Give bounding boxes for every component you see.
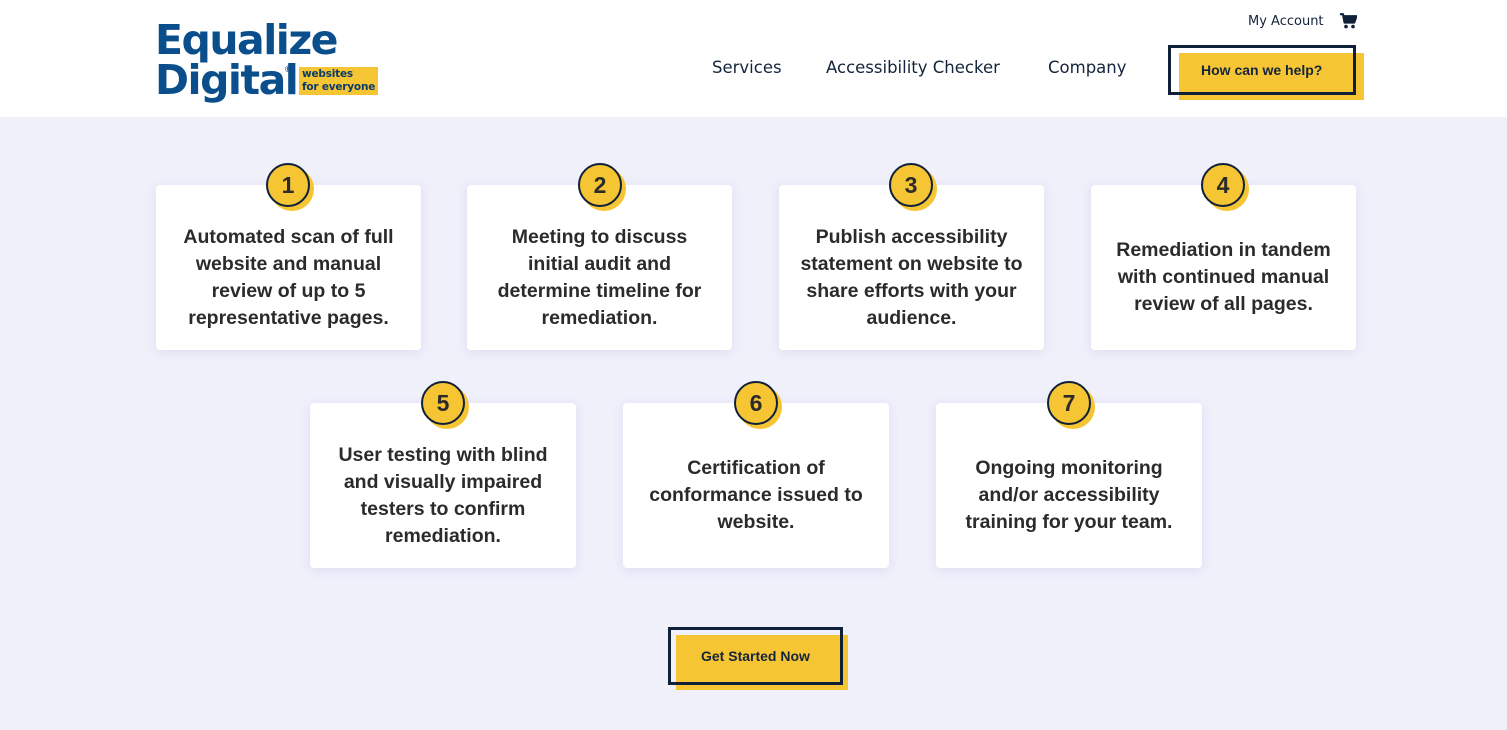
step-text: Ongoing monitoring and/or accessibility … — [965, 457, 1173, 533]
logo-tagline-line2: for everyone — [302, 81, 376, 93]
logo-wordmark-digital: Digital — [155, 56, 299, 104]
how-can-we-help-label: How can we help? — [1201, 62, 1323, 78]
step-card-2: Meeting to discuss initial audit and det… — [467, 185, 732, 350]
step-text: Meeting to discuss initial audit and det… — [497, 225, 702, 329]
get-started-now-label: Get Started Now — [701, 648, 810, 664]
step-number: 1 — [266, 163, 310, 207]
step-text: Remediation in tandem with continued man… — [1116, 239, 1331, 315]
step-text: Automated scan of full website and manua… — [183, 225, 394, 329]
site-header: Equalize Digital ® websites for everyone… — [0, 0, 1507, 117]
logo-registered-mark: ® — [285, 64, 292, 74]
step-number-badge-2: 2 — [578, 163, 626, 211]
step-card-7: Ongoing monitoring and/or accessibility … — [936, 403, 1202, 568]
step-number-badge-4: 4 — [1201, 163, 1249, 211]
step-text: User testing with blind and visually imp… — [338, 443, 548, 547]
button-frame — [668, 627, 843, 685]
logo-tagline: websites for everyone — [299, 67, 379, 95]
step-card-6: Certification of conformance issued to w… — [623, 403, 889, 568]
step-number-badge-1: 1 — [266, 163, 314, 211]
logo-tagline-line1: websites — [302, 68, 353, 80]
step-text: Publish accessibility statement on websi… — [800, 225, 1023, 329]
nav-item-accessibility-checker[interactable]: Accessibility Checker — [826, 58, 1000, 77]
button-frame — [1168, 45, 1356, 95]
button-shadow — [676, 635, 848, 690]
step-text: Certification of conformance issued to w… — [649, 457, 863, 533]
logo-wordmark-equalize: Equalize — [155, 16, 339, 64]
step-number-badge-5: 5 — [421, 381, 469, 429]
step-number: 2 — [578, 163, 622, 207]
step-card-4: Remediation in tandem with continued man… — [1091, 185, 1356, 350]
site-logo[interactable]: Equalize Digital ® websites for everyone — [155, 20, 380, 105]
step-number-badge-7: 7 — [1047, 381, 1095, 429]
nav-item-company[interactable]: Company — [1048, 58, 1127, 77]
shopping-cart-icon[interactable] — [1340, 13, 1358, 29]
nav-item-services[interactable]: Services — [712, 58, 782, 77]
step-number: 7 — [1047, 381, 1091, 425]
step-number-badge-6: 6 — [734, 381, 782, 429]
step-card-1: Automated scan of full website and manua… — [156, 185, 421, 350]
my-account-link[interactable]: My Account — [1248, 14, 1324, 29]
get-started-now-button[interactable]: Get Started Now — [668, 627, 848, 690]
step-card-5: User testing with blind and visually imp… — [310, 403, 576, 568]
step-number: 3 — [889, 163, 933, 207]
how-can-we-help-button[interactable]: How can we help? — [1168, 45, 1364, 100]
step-number-badge-3: 3 — [889, 163, 937, 211]
step-number: 6 — [734, 381, 778, 425]
step-number: 5 — [421, 381, 465, 425]
step-number: 4 — [1201, 163, 1245, 207]
step-card-3: Publish accessibility statement on websi… — [779, 185, 1044, 350]
